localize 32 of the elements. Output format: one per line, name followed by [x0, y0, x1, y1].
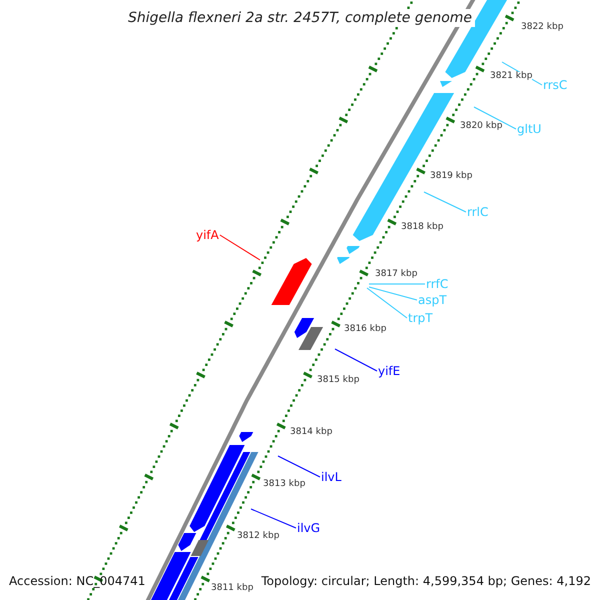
gene-label: rrfC — [426, 278, 448, 290]
gene-label: rrsC — [543, 79, 568, 91]
scale-label: 3816 kbp — [344, 325, 386, 334]
scale-label: 3818 kbp — [401, 223, 444, 232]
gene-label: yifE — [378, 365, 400, 377]
leader-line — [366, 288, 408, 318]
gene-label: trpT — [408, 312, 433, 324]
genome-stats-text: Topology: circular; Length: 4,599,354 bp; Genes: 4,192 — [261, 575, 591, 587]
scale-label: 3813 kbp — [263, 480, 306, 489]
scale-label: 3820 kbp — [460, 122, 502, 131]
leader-line — [474, 106, 516, 130]
leader-line — [278, 456, 320, 478]
leader-line — [219, 234, 260, 260]
scale-label: 3821 kbp — [490, 72, 532, 81]
leader-line — [334, 348, 378, 372]
gene-label: ilvG — [297, 522, 320, 534]
scale-label: 3822 kbp — [521, 23, 564, 32]
gene-label: rrlC — [467, 206, 488, 218]
scale-label: 3811 kbp — [211, 584, 254, 593]
gene-label: yifA — [196, 229, 219, 241]
scale-label: 3819 kbp — [430, 172, 472, 181]
leader-line — [368, 286, 418, 300]
scale-label: 3815 kbp — [317, 376, 360, 385]
leader-line — [424, 192, 466, 212]
scale-label: 3817 kbp — [375, 270, 418, 279]
scale-label: 3814 kbp — [290, 428, 332, 437]
accession-text: Accession: NC_004741 — [9, 575, 146, 587]
scale-label: 3812 kbp — [237, 532, 280, 541]
gene-label: aspT — [418, 294, 447, 306]
gene-label: ilvL — [321, 471, 342, 483]
gene-label: gltU — [517, 123, 542, 135]
leader-line — [250, 508, 296, 528]
